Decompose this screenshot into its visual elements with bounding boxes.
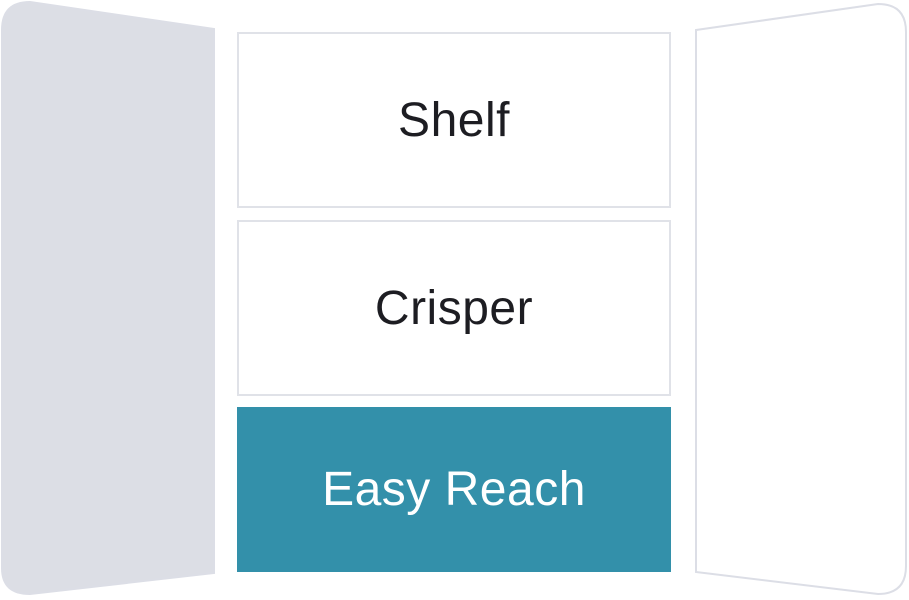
easy-reach-compartment[interactable]: Easy Reach xyxy=(237,407,671,572)
right-door xyxy=(695,2,907,596)
crisper-label: Crisper xyxy=(374,281,534,335)
crisper-compartment[interactable]: Crisper xyxy=(237,220,671,396)
shelf-label: Shelf xyxy=(398,93,510,147)
shelf-compartment[interactable]: Shelf xyxy=(237,32,671,208)
easy-reach-label: Easy Reach xyxy=(322,463,586,516)
left-door xyxy=(1,0,215,596)
